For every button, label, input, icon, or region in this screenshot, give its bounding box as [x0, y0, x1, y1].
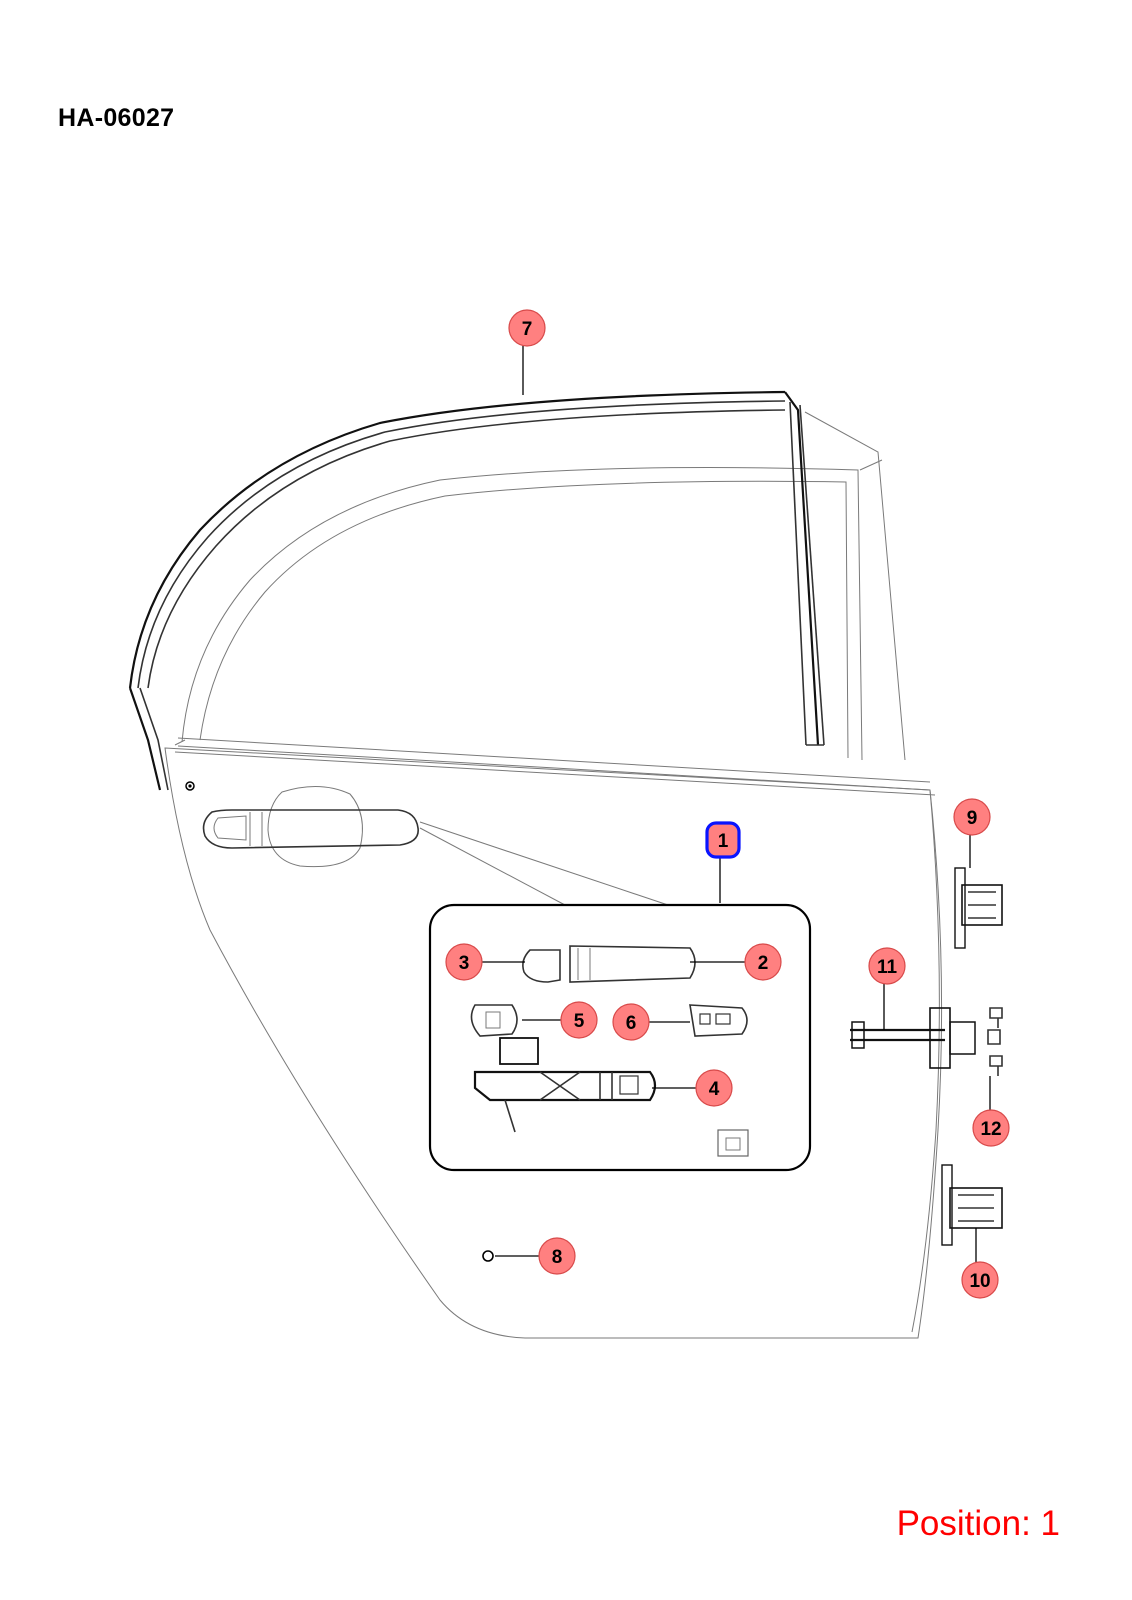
- callout-3[interactable]: 3: [445, 943, 483, 981]
- callout-12[interactable]: 12: [972, 1109, 1010, 1147]
- svg-text:8: 8: [552, 1247, 563, 1268]
- detail-parts: [470, 945, 749, 1157]
- callout-5[interactable]: 5: [560, 1001, 598, 1039]
- lower-hinge: [941, 1164, 1003, 1246]
- svg-text:3: 3: [459, 953, 470, 974]
- callout-1[interactable]: 1: [705, 821, 741, 859]
- callout-8[interactable]: 8: [538, 1237, 576, 1275]
- door-check-strap: [850, 1007, 1003, 1076]
- svg-text:1: 1: [718, 831, 729, 852]
- svg-text:10: 10: [969, 1271, 990, 1292]
- door-handle-outline: [202, 809, 419, 849]
- callout-4[interactable]: 4: [695, 1069, 733, 1107]
- svg-text:11: 11: [877, 957, 898, 978]
- callout-9[interactable]: 9: [953, 798, 991, 836]
- svg-text:4: 4: [709, 1079, 720, 1100]
- weatherstrip: [128, 390, 825, 791]
- svg-text:7: 7: [522, 319, 533, 340]
- svg-text:6: 6: [626, 1013, 637, 1034]
- svg-text:5: 5: [574, 1011, 585, 1032]
- door-panel: [164, 411, 943, 1339]
- zoom-line-left: [419, 827, 566, 906]
- svg-text:2: 2: [758, 953, 769, 974]
- leader-lines: [480, 345, 991, 1262]
- zoom-line-right: [419, 821, 669, 906]
- upper-hinge: [954, 867, 1003, 949]
- drain-plug: [482, 1250, 494, 1262]
- callout-11[interactable]: 11: [868, 947, 906, 985]
- svg-text:12: 12: [980, 1119, 1001, 1140]
- diagram-title: HA-06027: [58, 104, 175, 132]
- callout-2[interactable]: 2: [744, 943, 782, 981]
- callout-6[interactable]: 6: [612, 1003, 650, 1041]
- callout-10[interactable]: 10: [961, 1261, 999, 1299]
- detail-box: [428, 903, 812, 1172]
- position-label: Position: 1: [896, 1504, 1060, 1543]
- svg-text:9: 9: [967, 808, 978, 829]
- callout-7[interactable]: 7: [508, 309, 546, 347]
